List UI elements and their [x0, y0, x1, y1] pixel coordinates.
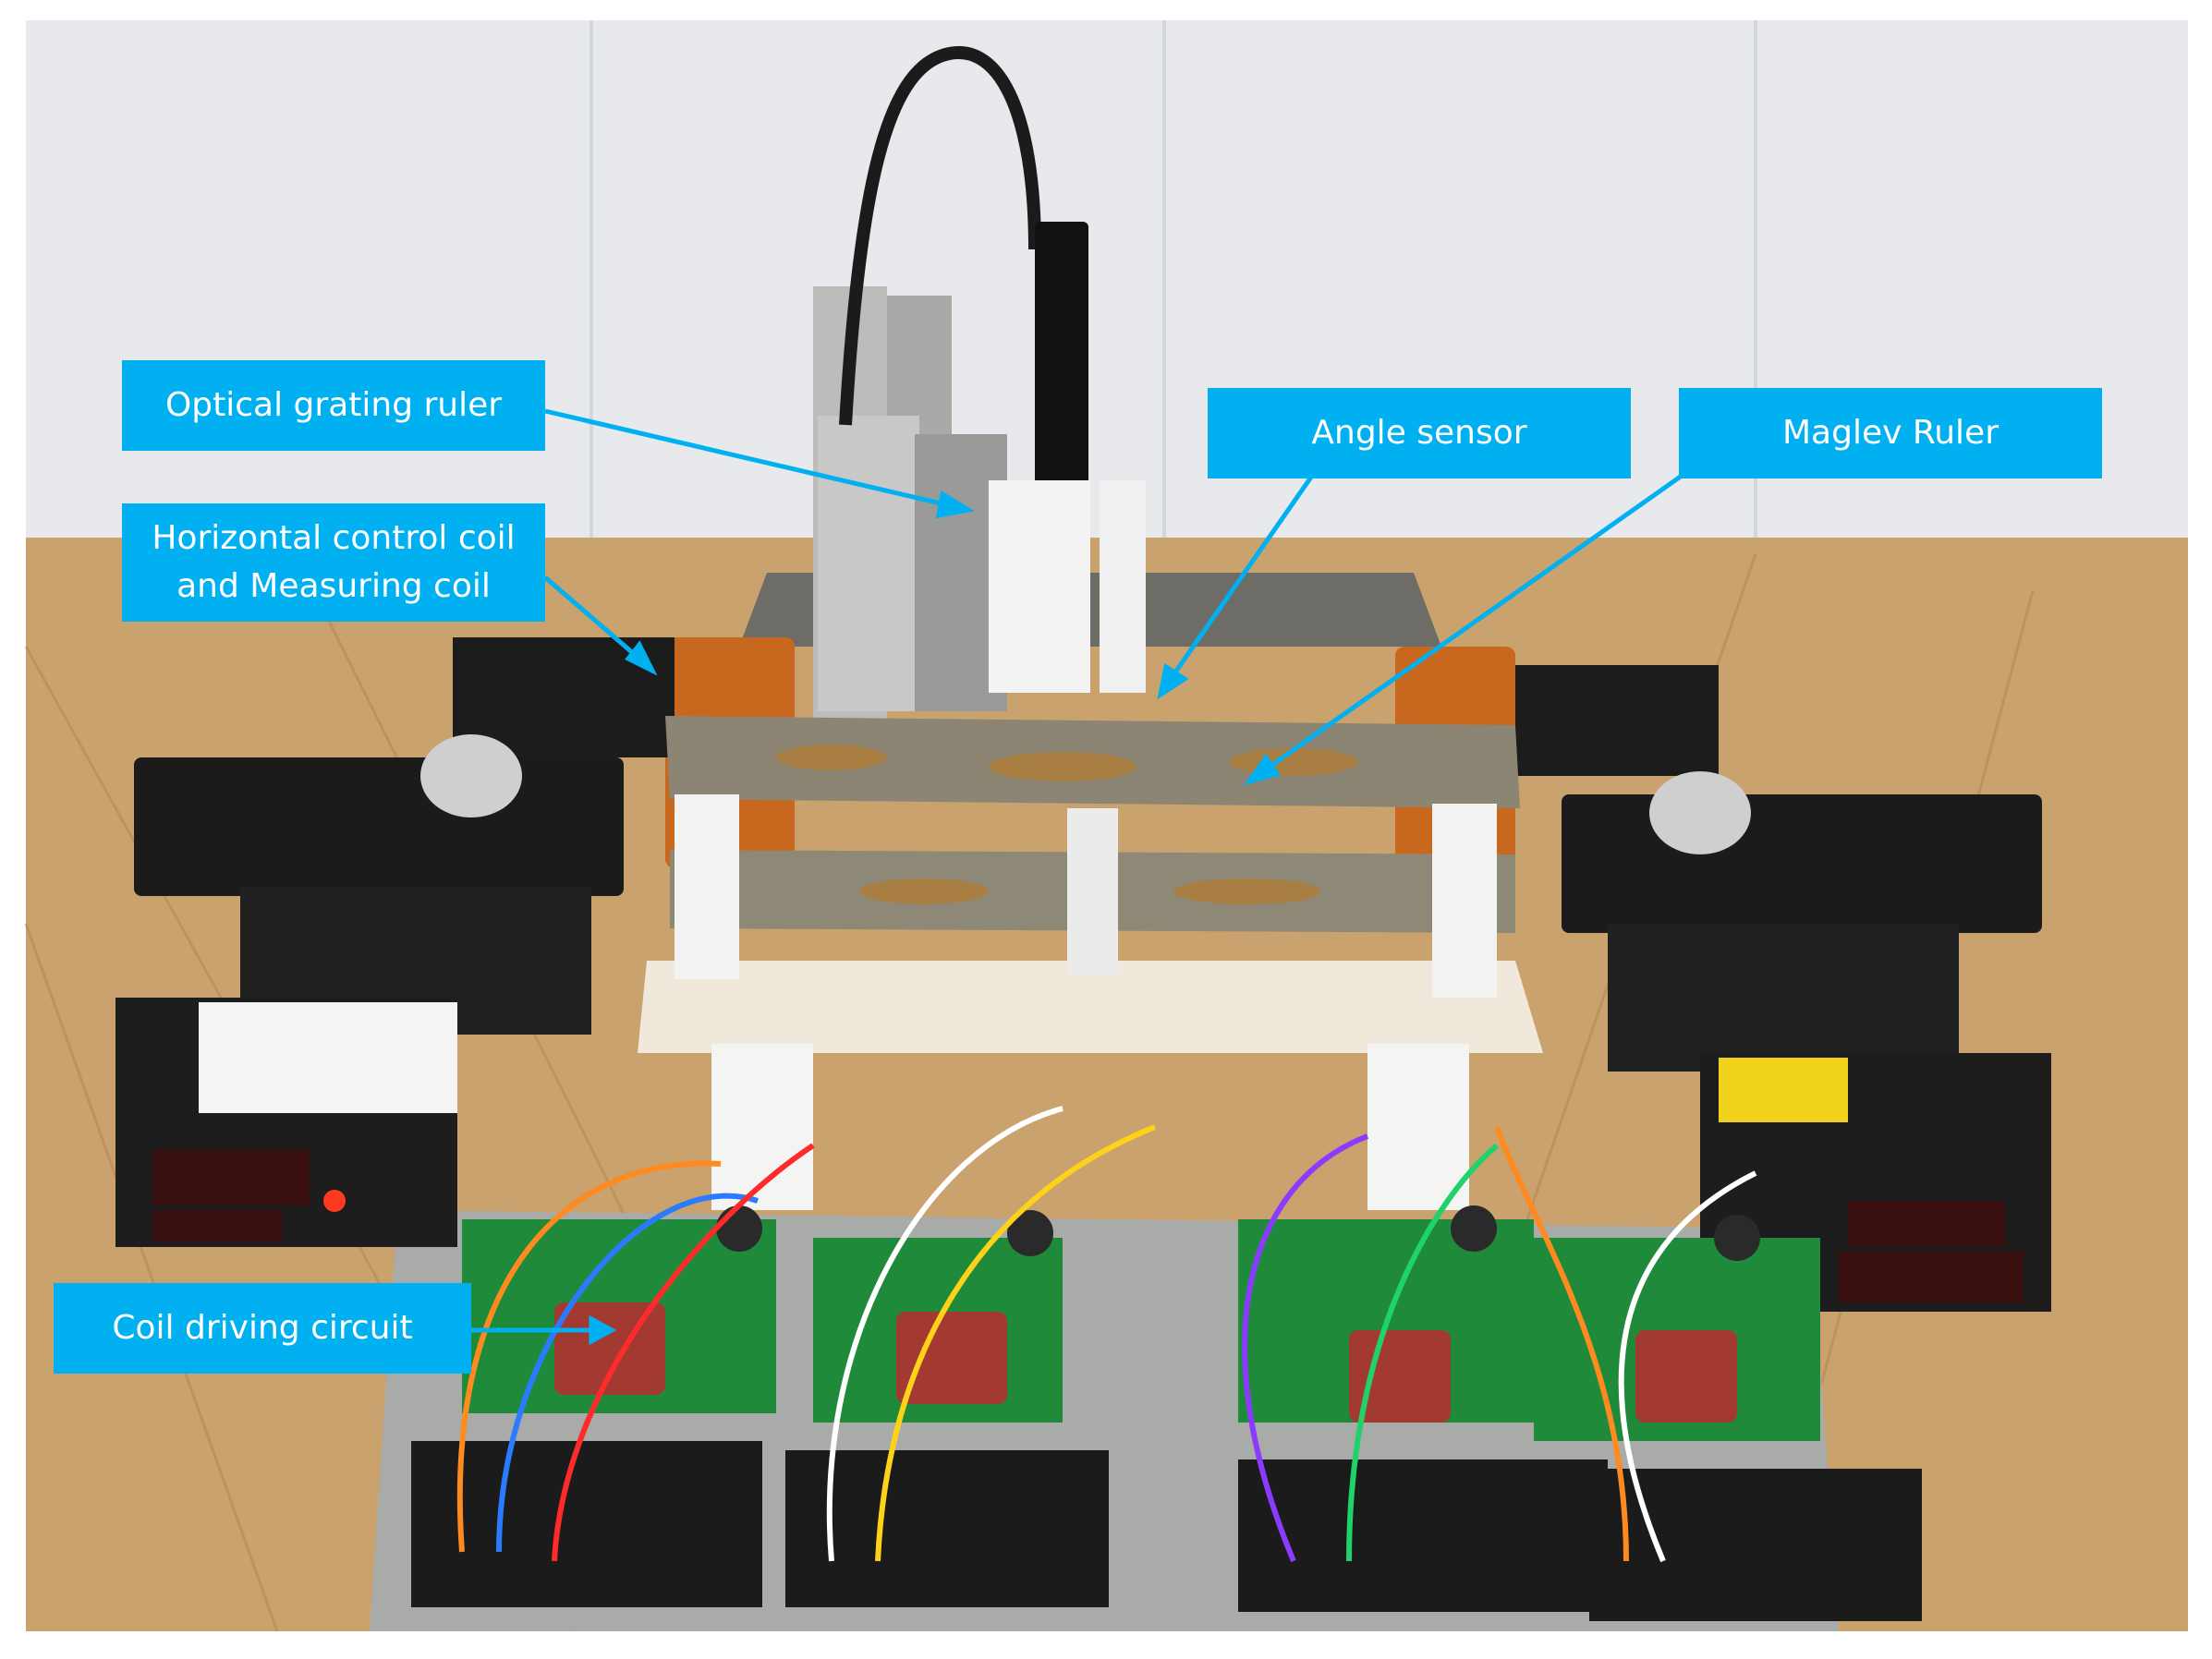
callout-coil-text: Coil driving circuit: [112, 1309, 413, 1347]
callout-coil-driving-circuit: Coil driving circuit: [54, 1283, 471, 1374]
white-mount-2: [1100, 480, 1146, 693]
linear-stage-left: [134, 757, 624, 896]
callout-horizontal-coil: Horizontal control coil and Measuring co…: [122, 503, 545, 622]
load-cell-left: [420, 734, 522, 817]
arrow-optical: [544, 408, 962, 511]
aluminium-post-3: [818, 416, 919, 711]
callout-angle-text: Angle sensor: [1311, 414, 1527, 452]
callout-maglev-text: Maglev Ruler: [1781, 414, 1999, 452]
callout-horizontal-line1: Horizontal control coil: [152, 519, 516, 557]
support-column-right: [1367, 1044, 1469, 1210]
right-black-block: [1515, 665, 1719, 776]
arrow-angle: [1161, 474, 1315, 690]
wires: [456, 1106, 1757, 1563]
arrow-maglev: [1255, 473, 1683, 779]
corner-block-3: [1067, 808, 1118, 975]
callout-angle-sensor: Angle sensor: [1208, 388, 1631, 478]
load-cell-right: [1649, 771, 1751, 854]
mcu-boards: [411, 1441, 1922, 1621]
callout-optical-text: Optical grating ruler: [164, 386, 503, 424]
corner-block-2: [1432, 804, 1497, 998]
callout-optical-grating-ruler: Optical grating ruler: [122, 360, 545, 451]
corner-block-1: [675, 794, 739, 979]
angle-sensor-body: [1035, 222, 1088, 517]
rust-marks: [776, 745, 1358, 904]
linear-stage-right: [1562, 794, 2042, 933]
sensor-cable: [839, 46, 1041, 426]
driver-boards: [462, 1205, 1820, 1441]
linear-stage-right-base: [1608, 924, 1959, 1072]
callout-arrows: [467, 408, 1683, 1346]
controller-left: [115, 998, 457, 1247]
white-mount: [989, 480, 1090, 693]
white-base-plate: [638, 961, 1543, 1053]
callout-maglev-ruler: Maglev Ruler: [1679, 388, 2102, 478]
callout-horizontal-line2: and Measuring coil: [176, 567, 491, 605]
arrow-horizontal: [543, 575, 649, 667]
